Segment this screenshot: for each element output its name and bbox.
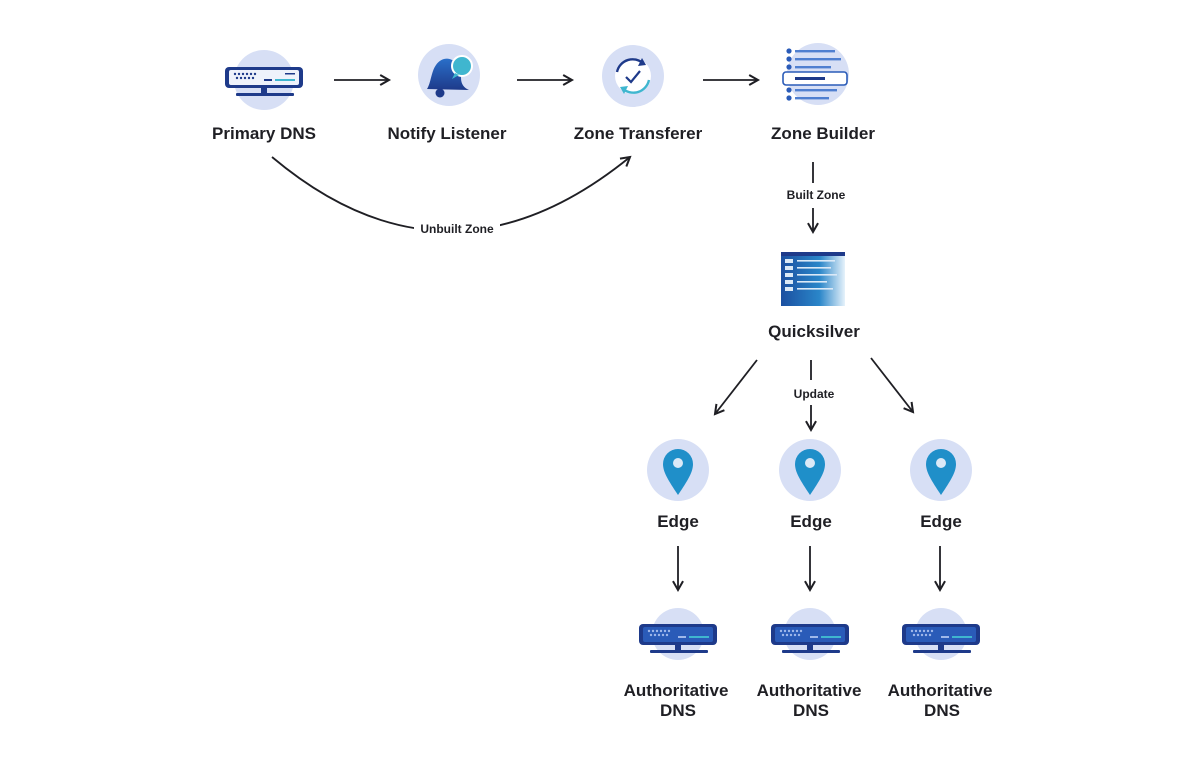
server-icon xyxy=(771,608,849,660)
list-builder-icon xyxy=(782,43,849,105)
label-authoritative-1-line2: DNS xyxy=(660,701,696,720)
label-built-zone: Built Zone xyxy=(787,188,846,202)
node-zone-transferer: Zone Transferer xyxy=(574,45,703,143)
node-edge-1: Edge xyxy=(647,439,709,531)
label-edge-1: Edge xyxy=(657,512,699,531)
node-zone-builder: Zone Builder xyxy=(771,43,875,143)
edge-labels: Unbuilt Zone Built Zone Update xyxy=(414,188,846,401)
label-edge-3: Edge xyxy=(920,512,962,531)
label-authoritative-2-line2: DNS xyxy=(793,701,829,720)
label-authoritative-3-line2: DNS xyxy=(924,701,960,720)
node-authoritative-dns-3: Authoritative DNS xyxy=(888,608,993,720)
label-zone-transferer: Zone Transferer xyxy=(574,124,703,143)
label-update: Update xyxy=(794,387,835,401)
label-unbuilt-zone: Unbuilt Zone xyxy=(420,222,494,236)
bell-chat-icon xyxy=(418,44,480,106)
label-authoritative-3-line1: Authoritative xyxy=(888,681,993,700)
label-edge-2: Edge xyxy=(790,512,832,531)
node-primary-dns: Primary DNS xyxy=(212,50,316,143)
arrow-quicksilver-to-edge-1 xyxy=(713,359,758,416)
node-authoritative-dns-2: Authoritative DNS xyxy=(757,608,862,720)
label-quicksilver: Quicksilver xyxy=(768,322,860,341)
node-edge-3: Edge xyxy=(910,439,972,531)
label-notify-listener: Notify Listener xyxy=(387,124,506,143)
label-authoritative-2-line1: Authoritative xyxy=(757,681,862,700)
database-panel-icon xyxy=(781,252,845,306)
location-pin-icon xyxy=(910,439,972,501)
label-zone-builder: Zone Builder xyxy=(771,124,875,143)
server-icon xyxy=(902,608,980,660)
label-authoritative-1-line1: Authoritative xyxy=(624,681,729,700)
node-authoritative-dns-1: Authoritative DNS xyxy=(624,608,729,720)
location-pin-icon xyxy=(647,439,709,501)
location-pin-icon xyxy=(779,439,841,501)
node-quicksilver: Quicksilver xyxy=(768,252,860,341)
sync-check-icon xyxy=(602,45,664,107)
server-icon xyxy=(225,50,303,110)
label-primary-dns: Primary DNS xyxy=(212,124,316,143)
node-notify-listener: Notify Listener xyxy=(387,44,507,143)
server-icon xyxy=(639,608,717,660)
arrow-quicksilver-to-edge-3 xyxy=(870,357,915,414)
node-edge-2: Edge xyxy=(779,439,841,531)
